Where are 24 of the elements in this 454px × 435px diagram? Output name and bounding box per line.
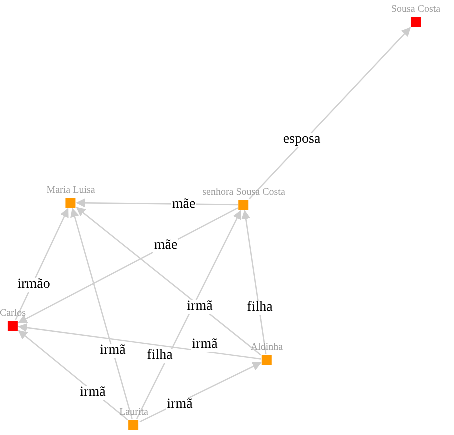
edge-label: irmã	[79, 386, 107, 400]
node-name: Aldinha	[250, 342, 284, 354]
arrow	[76, 207, 262, 356]
node-name: Carlos	[0, 308, 26, 320]
arrow	[136, 210, 242, 420]
arrow	[18, 323, 262, 360]
arrow	[15, 208, 69, 320]
arrow	[18, 208, 238, 324]
arrow	[70, 208, 133, 420]
node-name: Sousa Costa	[391, 4, 441, 16]
arrow	[249, 27, 411, 200]
edge-label: filha	[146, 349, 174, 363]
edge-label: irmão	[16, 278, 52, 292]
node-name: senhora Sousa Costa	[202, 187, 286, 199]
edge-label: filha	[246, 301, 274, 315]
edge-label: esposa	[282, 133, 322, 147]
arrow	[242, 210, 267, 354]
node-name: Maria Luísa	[46, 185, 96, 197]
edge-label: irmã	[99, 344, 127, 358]
edge-label: irmã	[191, 338, 219, 352]
edge-label: irmã	[186, 300, 214, 314]
edge-label: mãe	[153, 239, 179, 253]
node-name: Laurita	[120, 407, 148, 419]
edge-label: irmã	[166, 398, 194, 412]
